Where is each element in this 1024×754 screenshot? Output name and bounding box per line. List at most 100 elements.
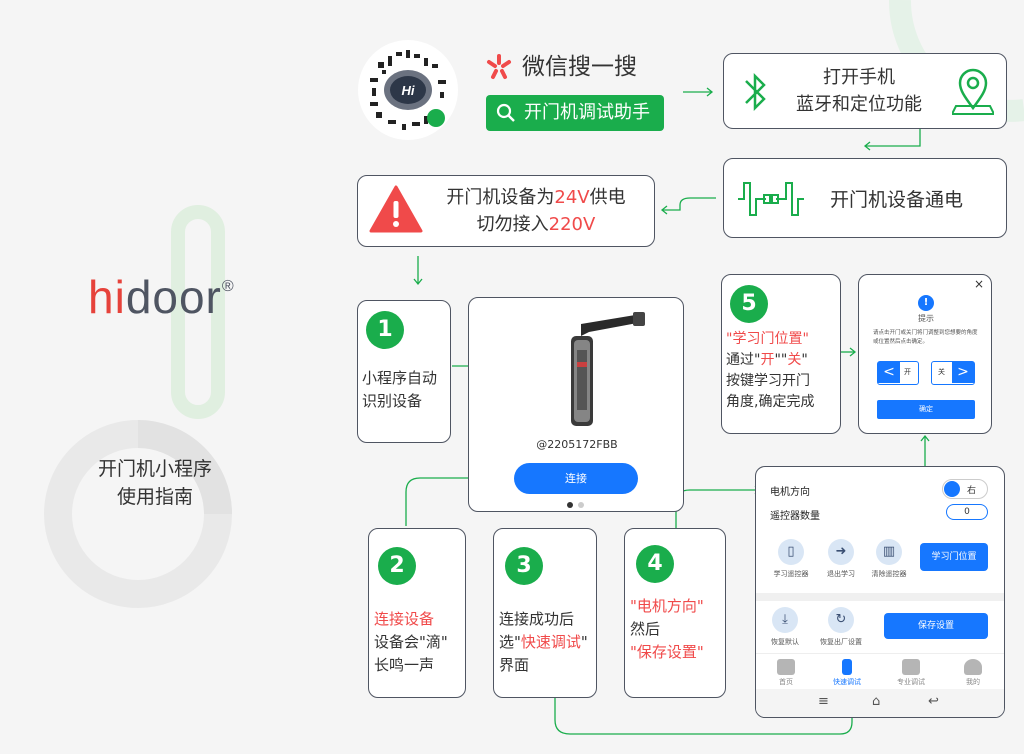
connect-button[interactable]: 连接 xyxy=(514,463,638,494)
device-id: @2205172FBB xyxy=(536,438,618,451)
step2-line3: 长鸣一声 xyxy=(374,656,435,674)
nav-home-label: 首页 xyxy=(779,678,793,686)
clear-remote-button[interactable]: ▥ 清除遥控器 xyxy=(862,539,916,579)
back-icon[interactable]: ↩ xyxy=(928,694,939,709)
close-icon[interactable]: × xyxy=(973,277,984,291)
open-button[interactable]: < 开 xyxy=(877,361,919,385)
wechat-search-button[interactable]: 开门机调试助手 xyxy=(486,95,664,131)
warning-text: 开门机设备为24V供电 切勿接入220V xyxy=(430,184,642,238)
confirm-button[interactable]: 确定 xyxy=(877,400,975,419)
clear-remote-label: 清除遥控器 xyxy=(871,570,907,578)
step2-line2: 设备会"滴" xyxy=(374,633,448,651)
step5-line2-prefix: 通过" xyxy=(726,352,761,368)
learn-remote-button[interactable]: ▯学习遥控器 xyxy=(764,539,818,579)
bluetooth-line2: 蓝牙和定位功能 xyxy=(796,94,922,115)
remote-count-field[interactable]: 0 xyxy=(946,504,988,520)
step1-line1: 小程序自动 xyxy=(362,369,438,387)
chevron-left-icon: < xyxy=(878,362,900,383)
section-divider xyxy=(756,593,1004,601)
carousel-dot[interactable] xyxy=(578,502,584,508)
warning-line1-suffix: 供电 xyxy=(589,187,626,208)
home-button-icon[interactable]: ⌂ xyxy=(872,694,881,709)
restore-default-label: 恢复默认 xyxy=(771,638,799,646)
nav-mine-label: 我的 xyxy=(966,678,980,686)
phone-quick-debug-screen: 电机方向 右 遥控器数量 0 ▯学习遥控器 ➜退出学习 ▥清除遥控器 学习门位置… xyxy=(755,466,1005,718)
toggle-knob xyxy=(944,481,960,497)
step2-line1: 连接设备 xyxy=(374,610,435,628)
warning-line2-prefix: 切勿接入 xyxy=(476,214,549,235)
direction-value: 右 xyxy=(967,486,977,496)
power-label: 开门机设备通电 xyxy=(830,189,964,211)
system-nav-bar: ≡ ⌂ ↩ xyxy=(756,689,1004,717)
trash-icon: ▥ xyxy=(876,539,902,565)
chevron-right-icon: > xyxy=(952,362,974,383)
wechat-search-title: 微信搜一搜 xyxy=(484,52,664,82)
step1-card: 1 小程序自动 识别设备 xyxy=(357,300,451,443)
learn-position-dialog: × ! 提示 请点击开门或关门将门调整到您想要的角度或位置然后点击确定。 < 开… xyxy=(858,274,992,434)
step5-line2-suffix: " xyxy=(801,352,808,368)
step2-text: 连接设备 设备会"滴" 长鸣一声 xyxy=(374,608,448,677)
refresh-icon: ↻ xyxy=(828,607,854,633)
step5-line2-mid: "" xyxy=(774,352,788,368)
warning-voltage-24v: 24V xyxy=(554,187,590,208)
nav-mine[interactable]: 我的 xyxy=(948,659,998,687)
step4-line2: 然后 xyxy=(630,620,661,638)
menu-icon[interactable]: ≡ xyxy=(818,694,829,709)
motor-direction-toggle[interactable]: 右 xyxy=(942,479,988,499)
bluetooth-icon xyxy=(745,72,766,112)
power-card: 开门机设备通电 xyxy=(723,158,1007,238)
save-settings-button[interactable]: 保存设置 xyxy=(884,613,988,639)
exit-icon: ➜ xyxy=(828,539,854,565)
qr-badge-text: Hi xyxy=(402,83,415,98)
device-card: @2205172FBB 连接 xyxy=(468,297,684,512)
brand-subtitle: 开门机小程序 使用指南 xyxy=(80,455,230,511)
step3-quick-debug: 快速调试 xyxy=(520,633,581,651)
wechat-search-icon xyxy=(487,54,511,79)
subtitle-line1: 开门机小程序 xyxy=(97,458,212,480)
home-icon xyxy=(777,659,795,675)
info-icon: ! xyxy=(918,295,934,311)
warning-line1-prefix: 开门机设备为 xyxy=(446,187,555,208)
carousel-dot-active[interactable] xyxy=(567,502,573,508)
close-button[interactable]: 关 > xyxy=(931,361,975,385)
dialog-message: 请点击开门或关门将门调整到您想要的角度或位置然后点击确定。 xyxy=(873,330,978,345)
search-title-text: 微信搜一搜 xyxy=(522,54,637,80)
open-label: 开 xyxy=(904,368,911,376)
learn-position-button[interactable]: 学习门位置 xyxy=(920,543,988,571)
step2-number: 2 xyxy=(378,547,416,585)
step3-line3: 界面 xyxy=(499,656,530,674)
step4-line1: "电机方向" xyxy=(630,597,704,615)
step5-line3: 按键学习开门 xyxy=(726,373,810,389)
exit-learn-button[interactable]: ➜ 退出学习 xyxy=(814,539,868,579)
warning-icon xyxy=(369,185,423,233)
nav-home[interactable]: 首页 xyxy=(761,659,811,687)
remote-icon: ▯ xyxy=(778,539,804,565)
layout-icon xyxy=(902,659,920,675)
restore-factory-label: 恢复出厂设置 xyxy=(820,638,862,646)
nav-quick-debug[interactable]: 快速调试 xyxy=(822,659,872,687)
step3-card: 3 连接成功后 选"快速调试" 界面 xyxy=(493,528,597,698)
restore-default-button[interactable]: ⤓恢复默认 xyxy=(758,607,812,647)
step4-card: 4 "电机方向" 然后 "保存设置" xyxy=(624,528,726,698)
logo-door: door xyxy=(125,271,222,323)
subtitle-line2: 使用指南 xyxy=(116,486,193,508)
nav-pro-debug[interactable]: 专业调试 xyxy=(886,659,936,687)
exit-learn-label: 退出学习 xyxy=(827,570,855,578)
step3-text: 连接成功后 选"快速调试" 界面 xyxy=(499,608,588,677)
step4-line3: "保存设置" xyxy=(630,643,704,661)
mini-program-qr-code[interactable]: Hi xyxy=(358,40,458,140)
step2-card: 2 连接设备 设备会"滴" 长鸣一声 xyxy=(368,528,466,698)
voltage-warning-card: 开门机设备为24V供电 切勿接入220V xyxy=(357,175,655,247)
step1-number: 1 xyxy=(366,311,404,349)
brand-logo: hidoor® xyxy=(88,270,235,324)
step5-card: 5 "学习门位置" 通过"开""关" 按键学习开门 角度,确定完成 xyxy=(721,274,841,434)
step4-text: "电机方向" 然后 "保存设置" xyxy=(630,595,704,664)
step1-text: 小程序自动 识别设备 xyxy=(362,367,437,413)
step5-close: 关 xyxy=(787,352,802,368)
step5-line4: 角度,确定完成 xyxy=(726,394,815,410)
nav-quick-debug-label: 快速调试 xyxy=(833,678,861,686)
restore-factory-button[interactable]: ↻ 恢复出厂设置 xyxy=(814,607,868,647)
step3-line1: 连接成功后 xyxy=(499,610,575,628)
step4-number: 4 xyxy=(636,545,674,583)
bluetooth-line1: 打开手机 xyxy=(823,67,895,88)
